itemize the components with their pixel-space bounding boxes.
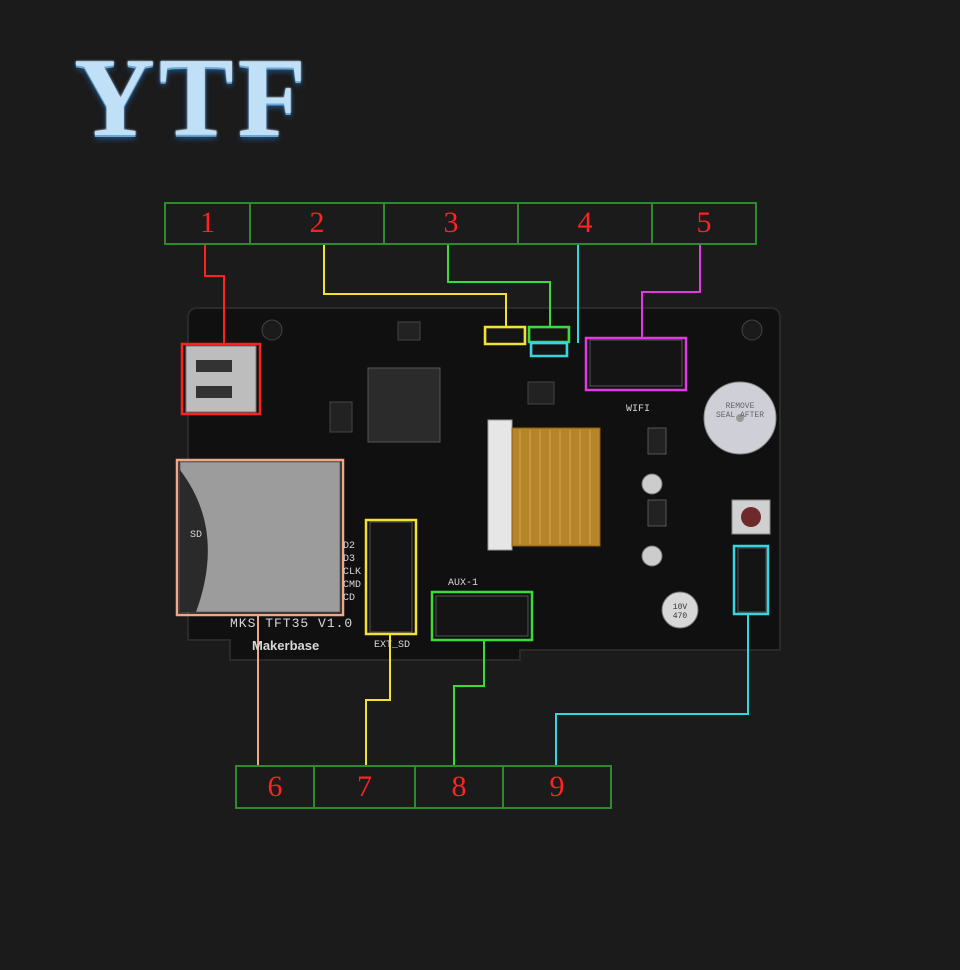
highlight-9 xyxy=(732,544,770,616)
highlight-1 xyxy=(180,342,262,416)
sd-pin-labels: D2 D3 CLK CMD CD xyxy=(343,540,361,605)
sd-pin-label: CD xyxy=(343,593,356,604)
highlight-4 xyxy=(529,341,569,358)
mcu-chip xyxy=(367,367,441,443)
flex-cable-traces xyxy=(519,430,591,544)
pin-header-3 xyxy=(529,327,569,343)
callout-number-6: 6 xyxy=(267,770,283,803)
chip xyxy=(329,401,353,433)
callout-number-7: 7 xyxy=(357,770,372,803)
pin-header-4 xyxy=(531,343,567,357)
sd-pin-label: CLK xyxy=(343,567,362,578)
mount-hole xyxy=(741,319,763,341)
regulator xyxy=(647,499,667,527)
leader-line-8 xyxy=(453,640,485,766)
callout-box-bottom xyxy=(235,765,612,809)
wifi-header xyxy=(589,339,683,387)
highlight-8 xyxy=(430,590,534,642)
callout-number-8: 8 xyxy=(451,770,467,803)
callout-number-1: 1 xyxy=(200,206,215,239)
leader-line-2 xyxy=(323,244,507,327)
fpc-connector xyxy=(487,419,513,551)
callout-number-4: 4 xyxy=(577,206,593,239)
sd-card-slot xyxy=(179,461,341,613)
regulator xyxy=(647,427,667,455)
sd-pin-label: D3 xyxy=(343,554,356,565)
callout-box-top xyxy=(164,202,757,245)
aux-label: AUX-1 xyxy=(448,578,479,589)
reset-button-cap xyxy=(741,507,761,527)
aux-header xyxy=(435,595,529,637)
chip xyxy=(397,321,421,341)
buzzer-center xyxy=(736,414,744,422)
capacitor-large xyxy=(661,591,699,629)
capacitor xyxy=(641,473,663,495)
ext-sd-header xyxy=(369,521,413,633)
logo-text: YTF xyxy=(74,36,310,160)
chip xyxy=(527,381,555,405)
leader-line-9 xyxy=(555,614,749,766)
highlight-6 xyxy=(175,458,345,617)
leader-line-3 xyxy=(447,244,551,327)
sd-pin-label: CMD xyxy=(343,580,362,591)
brand-label: Makerbase xyxy=(252,638,320,653)
debug-header xyxy=(737,547,767,613)
sd-label: SD xyxy=(190,530,203,541)
leader-line-5 xyxy=(641,244,701,338)
capacitor xyxy=(641,545,663,567)
pin-header-2 xyxy=(485,327,525,345)
usb-port-slot xyxy=(196,360,232,372)
leader-line-7 xyxy=(365,634,391,766)
usb-port-slot xyxy=(196,386,232,398)
wifi-label: WIFI xyxy=(626,404,651,415)
usb-port xyxy=(185,345,257,413)
sd-pin-label: D2 xyxy=(343,541,356,552)
mount-hole xyxy=(261,319,283,341)
callout-number-9: 9 xyxy=(549,770,565,803)
sd-card-shadow xyxy=(180,470,208,612)
highlight-5 xyxy=(584,336,688,392)
buzzer-label: REMOVE SEAL AFTER xyxy=(715,402,764,420)
flex-cable xyxy=(511,427,601,547)
leader-line-1 xyxy=(204,244,225,344)
board-model-label: MKS TFT35 V1.0 xyxy=(230,616,354,631)
callout-number-2: 2 xyxy=(309,206,325,239)
callout-number-5: 5 xyxy=(696,206,712,239)
capacitor-label: 10V 470 xyxy=(672,603,688,621)
ext-sd-label: EXT_SD xyxy=(374,640,411,651)
callout-number-3: 3 xyxy=(443,206,459,239)
